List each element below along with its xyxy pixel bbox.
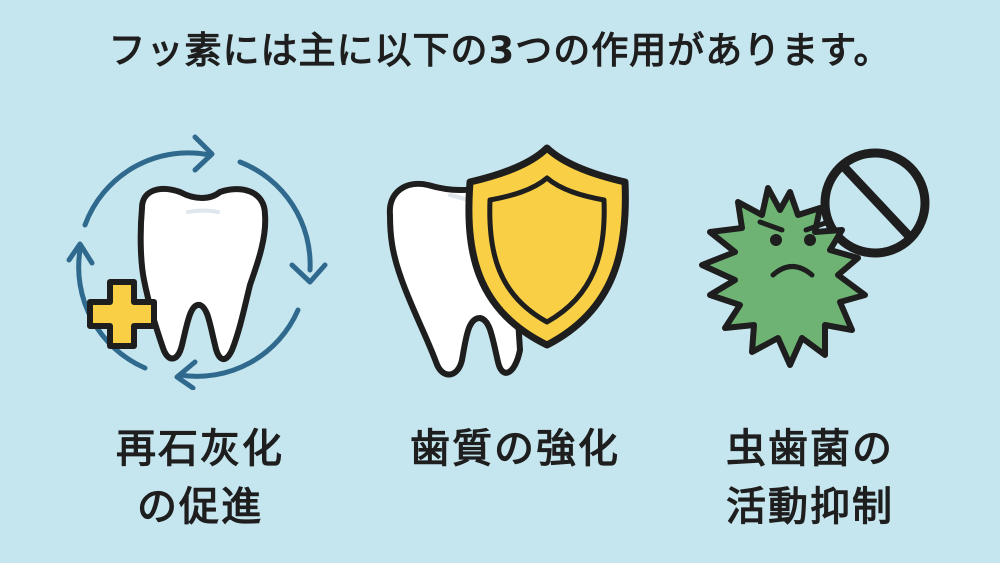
page-title: フッ素には主に以下の3つの作用があります。 bbox=[108, 29, 892, 72]
tooth-remineralization-icon bbox=[66, 134, 328, 390]
label-line-1: 再石灰化 bbox=[116, 426, 284, 472]
tooth-shield-icon bbox=[386, 144, 629, 378]
plus-icon bbox=[87, 279, 157, 349]
item-label-remineralization: 再石灰化 の促進 bbox=[70, 420, 330, 536]
label-line-2: 活動抑制 bbox=[726, 484, 894, 530]
label-line-1: 歯質の強化 bbox=[410, 426, 620, 472]
angry-germ-icon bbox=[699, 185, 868, 368]
label-line-2: の促進 bbox=[137, 484, 263, 530]
prohibition-sign-icon bbox=[820, 148, 930, 258]
item-label-strengthening: 歯質の強化 bbox=[370, 420, 660, 478]
item-label-germ-suppression: 虫歯菌の 活動抑制 bbox=[680, 420, 940, 536]
shield-icon bbox=[465, 144, 629, 349]
label-line-1: 虫歯菌の bbox=[726, 426, 894, 472]
germ-prohibited-icon bbox=[699, 148, 930, 368]
